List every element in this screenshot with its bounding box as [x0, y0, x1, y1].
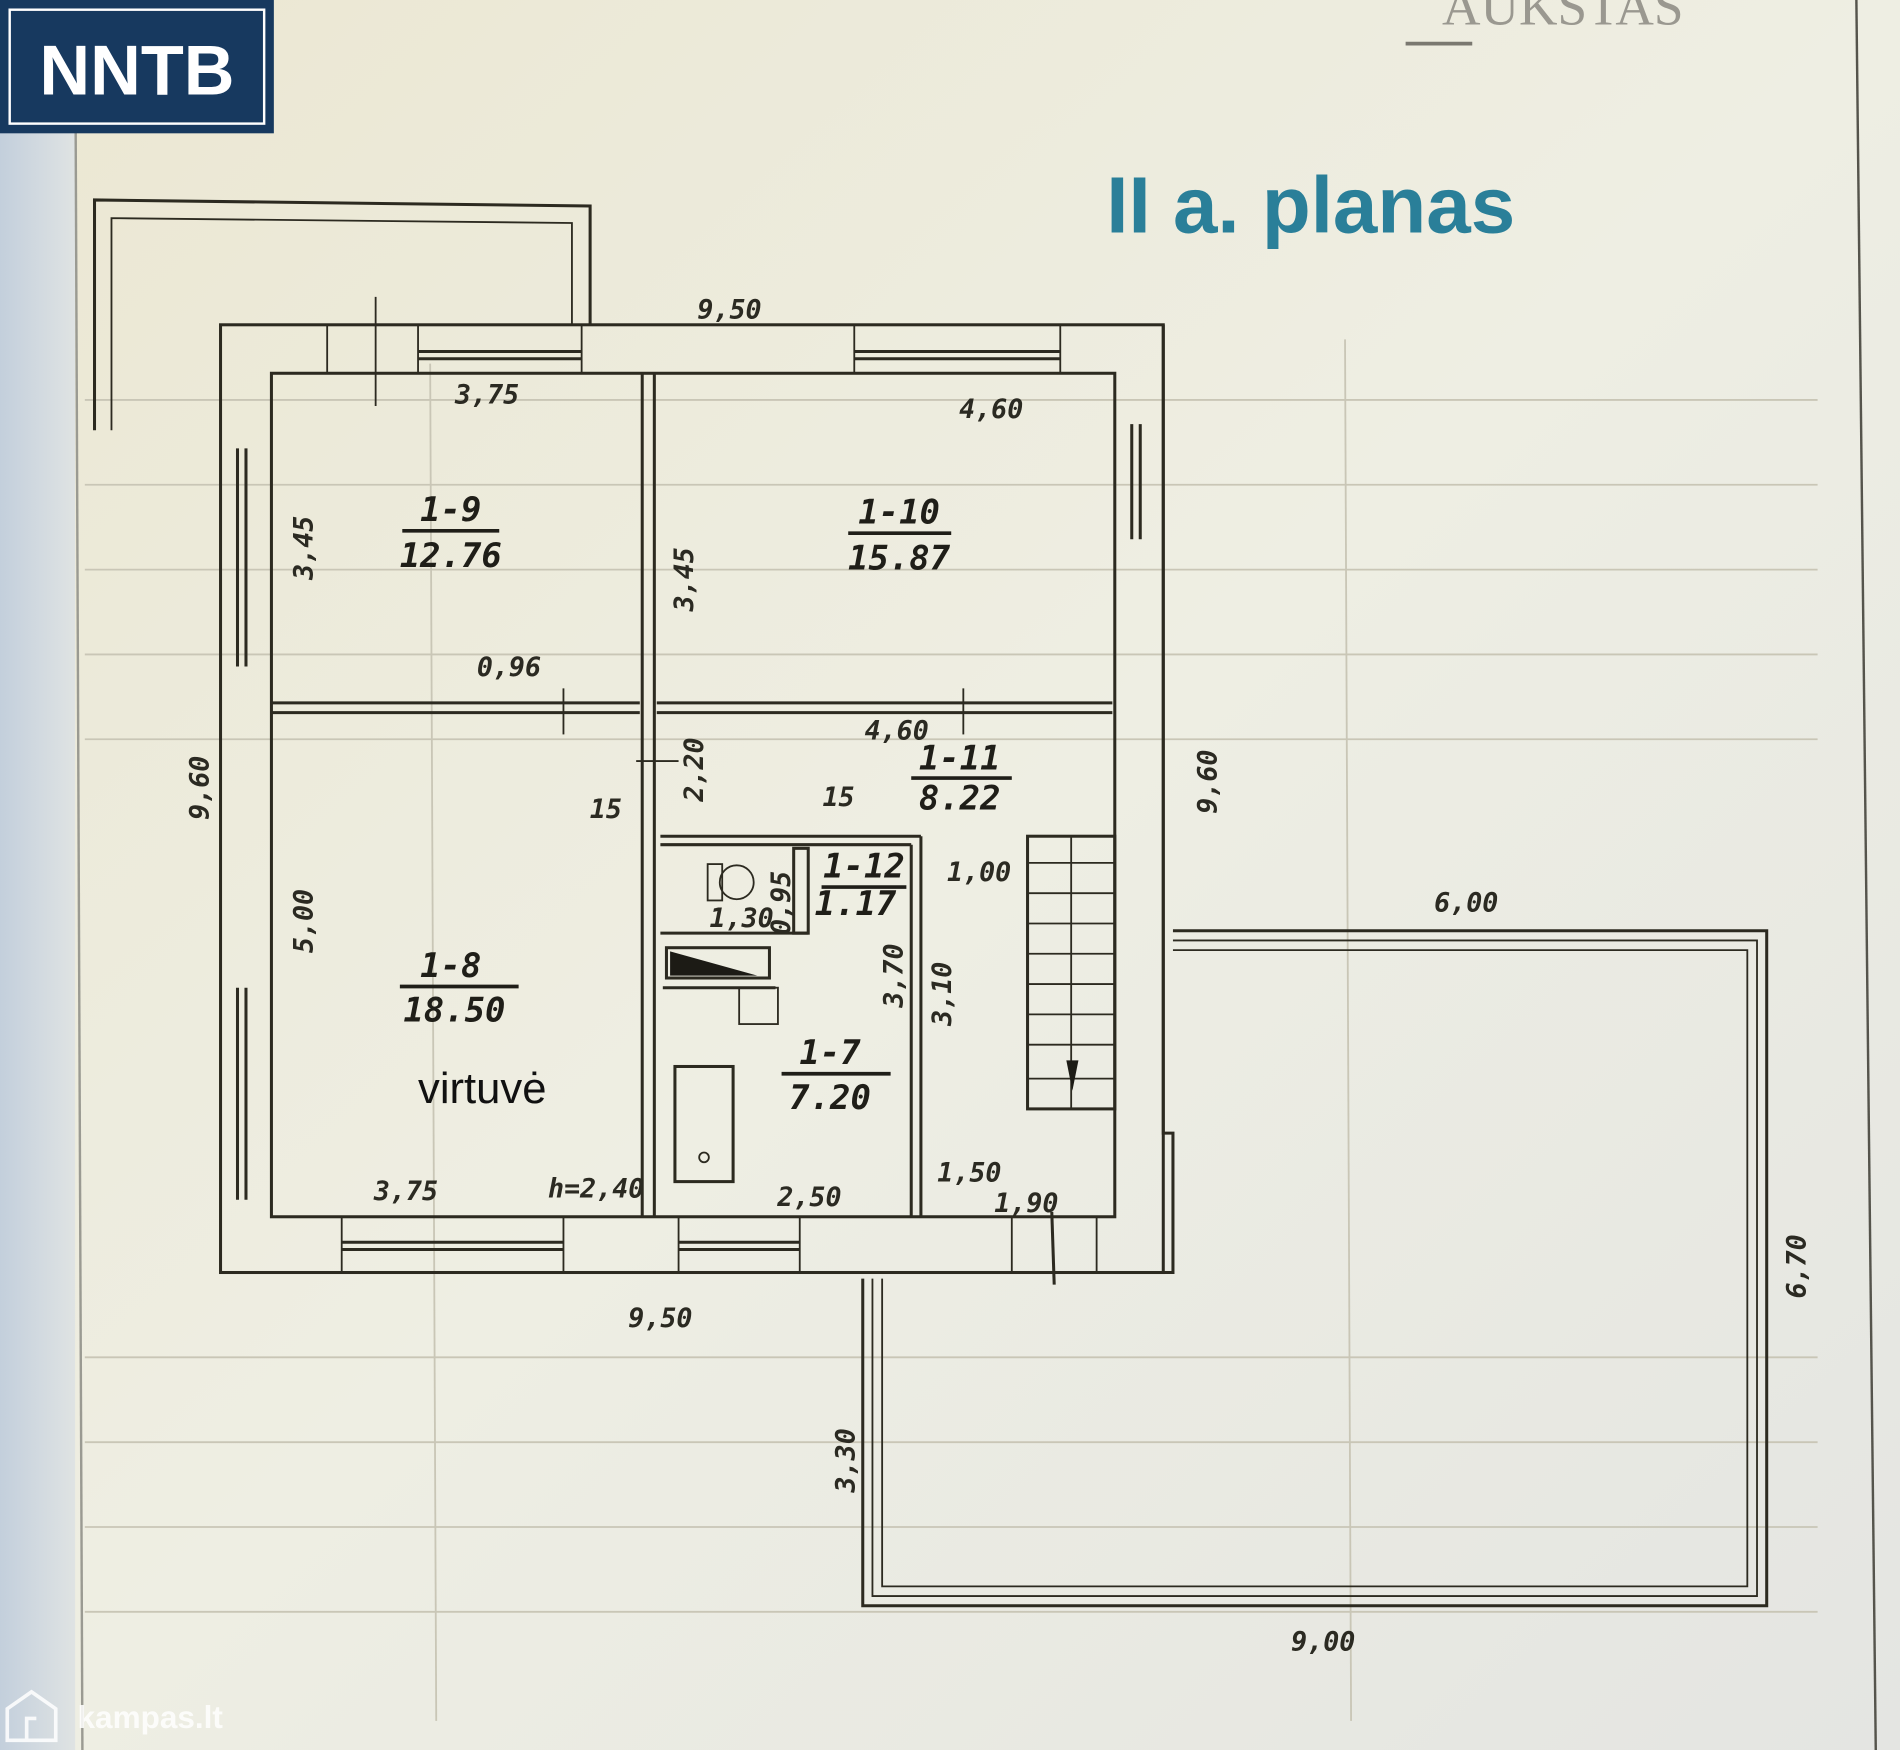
- svg-text:3,45: 3,45: [669, 547, 700, 612]
- house-icon: [5, 1689, 58, 1743]
- kampas-watermark: kampas.lt: [5, 1689, 224, 1743]
- svg-text:1-11: 1-11: [919, 740, 1001, 779]
- svg-text:9,50: 9,50: [628, 1303, 692, 1334]
- svg-text:8.22: 8.22: [919, 780, 1001, 819]
- outer-walls: [219, 296, 1175, 1285]
- svg-text:7.20: 7.20: [789, 1079, 871, 1118]
- kitchen-label: virtuvė: [418, 1065, 546, 1113]
- svg-text:18.50: 18.50: [403, 992, 505, 1031]
- svg-text:0,96: 0,96: [477, 652, 541, 683]
- paper-left-edge: [0, 0, 76, 1750]
- terrace: [861, 929, 1769, 1608]
- dimension-labels: 9,50 3,75 4,60 3,45 3,45 9,60 9,60 0,96 …: [184, 295, 1812, 1658]
- svg-text:15: 15: [822, 782, 854, 813]
- svg-text:1,30: 1,30: [709, 903, 773, 934]
- svg-text:kampas.lt: kampas.lt: [78, 1699, 224, 1735]
- svg-text:15.87: 15.87: [848, 540, 951, 579]
- svg-text:4,60: 4,60: [865, 715, 929, 746]
- svg-text:3,10: 3,10: [927, 962, 958, 1027]
- svg-text:9,60: 9,60: [184, 756, 215, 820]
- svg-text:4,60: 4,60: [959, 394, 1023, 425]
- room-label-1-7: 1-7 7.20: [781, 1034, 891, 1118]
- svg-text:3,45: 3,45: [289, 516, 320, 581]
- svg-text:3,70: 3,70: [879, 943, 910, 1008]
- balcony: [93, 198, 592, 431]
- room-label-1-10: 1-10 15.87: [848, 494, 952, 579]
- svg-text:1,50: 1,50: [937, 1158, 1001, 1189]
- svg-text:1-12: 1-12: [823, 847, 905, 886]
- room-label-1-12: 1-12 1.17: [815, 847, 907, 924]
- svg-text:1.17: 1.17: [815, 885, 897, 924]
- svg-text:1-10: 1-10: [858, 494, 940, 533]
- svg-text:15: 15: [590, 794, 622, 825]
- svg-text:1-7: 1-7: [799, 1034, 861, 1073]
- svg-text:9,50: 9,50: [697, 295, 761, 326]
- svg-text:5,00: 5,00: [289, 889, 320, 953]
- svg-text:9,00: 9,00: [1291, 1627, 1355, 1658]
- svg-text:NNTB: NNTB: [39, 31, 234, 110]
- svg-text:2,20: 2,20: [679, 737, 710, 802]
- svg-text:1,90: 1,90: [994, 1188, 1058, 1219]
- svg-text:3,75: 3,75: [373, 1176, 438, 1207]
- inner-walls: [271, 373, 1113, 1217]
- room-label-1-9: 1-9 12.76: [400, 491, 502, 576]
- svg-text:3,75: 3,75: [454, 380, 519, 411]
- svg-text:h=2,40: h=2,40: [548, 1173, 644, 1204]
- background-form-lines: [84, 339, 1818, 1721]
- svg-text:6,00: 6,00: [1434, 887, 1498, 918]
- header-fragment: AUKŠTAS: [1442, 0, 1684, 36]
- svg-text:1,00: 1,00: [947, 857, 1011, 888]
- svg-text:12.76: 12.76: [400, 537, 502, 576]
- svg-text:2,50: 2,50: [776, 1182, 841, 1213]
- svg-text:3,30: 3,30: [830, 1428, 861, 1493]
- room-label-1-11: 1-11 8.22: [911, 740, 1012, 819]
- nntb-logo: NNTB: [0, 0, 274, 134]
- svg-text:0,95: 0,95: [766, 871, 797, 935]
- svg-text:1-8: 1-8: [420, 947, 481, 986]
- svg-text:9,60: 9,60: [1193, 750, 1224, 814]
- svg-text:1-9: 1-9: [420, 491, 481, 530]
- plan-title: II a. planas: [1106, 161, 1515, 250]
- staircase: [1026, 834, 1117, 1111]
- room-label-1-8: 1-8 18.50: [399, 947, 519, 1031]
- svg-text:6,70: 6,70: [1781, 1234, 1812, 1298]
